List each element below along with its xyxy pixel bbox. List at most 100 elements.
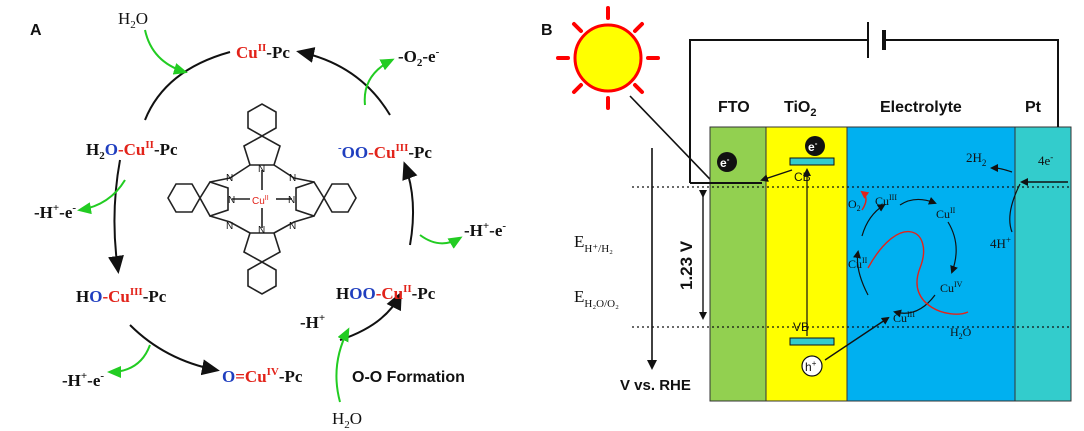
green-arrow-loss-2 bbox=[107, 344, 151, 378]
panel-b-label: B bbox=[541, 22, 553, 39]
cycle-arc-1 bbox=[144, 51, 231, 121]
external-circuit bbox=[689, 22, 1059, 183]
h2o-label: H2O bbox=[950, 325, 972, 341]
axis-label: V vs. RHE bbox=[620, 377, 691, 394]
pyrrole-ring-left bbox=[199, 181, 229, 217]
cycle-arc-2 bbox=[108, 159, 124, 274]
species-oo-cu3-pc: -OO-CuIII-Pc bbox=[338, 142, 432, 162]
pt-label: Pt bbox=[1025, 99, 1042, 116]
green-arrow-loss-1 bbox=[77, 179, 126, 215]
n-label-br: N bbox=[289, 221, 296, 232]
hole-transfer-arrow bbox=[824, 316, 890, 361]
sun-icon bbox=[556, 6, 660, 110]
pt-layer bbox=[1014, 126, 1072, 402]
sun-rays bbox=[556, 6, 660, 110]
meso-link-3 bbox=[209, 215, 251, 234]
species-o-cu4-pc: O=CuIV-Pc bbox=[222, 366, 303, 386]
cb-label: CB bbox=[794, 170, 811, 184]
step-h2o-in-bottom: H2O bbox=[332, 409, 362, 431]
electron-fto bbox=[717, 152, 737, 172]
pyrrole-ring-bottom bbox=[243, 232, 281, 263]
n-label-tr: N bbox=[289, 173, 296, 184]
cb-to-fto-arrow bbox=[760, 169, 793, 182]
green-arrow-h2o-in-bottom bbox=[335, 327, 350, 403]
hole-vb bbox=[801, 355, 823, 377]
vb-band bbox=[789, 337, 835, 346]
panel-a-label: A bbox=[30, 22, 42, 39]
species-hoo-cu2-pc: HOO-CuII-Pc bbox=[336, 283, 436, 303]
step-loss-1: -H+-e- bbox=[34, 202, 76, 222]
cu-left-label: CuII bbox=[848, 256, 868, 271]
pyrrole-ring-right bbox=[295, 181, 325, 217]
cu-bottom-label: CuIII bbox=[893, 310, 915, 325]
oo-formation-label: O-O Formation bbox=[352, 369, 465, 386]
cu-br-label: CuIV bbox=[940, 280, 963, 295]
species-ho-cu3-pc: HO-CuIII-Pc bbox=[76, 286, 167, 306]
green-arrow-h2o-in bbox=[144, 29, 188, 75]
meso-link-1 bbox=[209, 164, 251, 183]
cu-cycle-arc-4 bbox=[853, 250, 869, 296]
electron-cb-label: e- bbox=[808, 139, 818, 154]
green-arrow-loss-4 bbox=[419, 234, 463, 249]
cu-phthalocyanine-structure bbox=[167, 103, 357, 295]
cycle-arcs bbox=[108, 47, 418, 376]
step-loss-4: -H+-e- bbox=[464, 220, 506, 240]
cu-cycle-arc-5 bbox=[861, 203, 886, 237]
n-label-bottom: N bbox=[258, 225, 265, 236]
step-h2o-in-top: H2O bbox=[118, 9, 148, 31]
eh-label: EH⁺/H₂ bbox=[574, 232, 613, 255]
wire-right bbox=[884, 39, 1059, 127]
fto-label: FTO bbox=[718, 99, 750, 116]
molecule-center-cu: CuII bbox=[252, 195, 269, 207]
meso-link-4 bbox=[273, 215, 315, 234]
vb-label: VB bbox=[793, 320, 809, 334]
o2-label: O2 bbox=[848, 197, 861, 213]
cycle-arc-6 bbox=[296, 47, 391, 116]
step-loss-5: -O2-e- bbox=[398, 46, 440, 69]
hole-vb-label: h+ bbox=[805, 359, 817, 374]
fto-layer bbox=[709, 126, 767, 402]
cb-band bbox=[789, 157, 835, 166]
step-loss-2: -H+-e- bbox=[62, 370, 104, 390]
electrolyte-layer bbox=[846, 126, 1016, 402]
eo-label: EH₂O/O₂ bbox=[574, 287, 619, 310]
electron-fto-label: e- bbox=[720, 155, 730, 170]
benzo-ring-right bbox=[323, 183, 357, 213]
step-loss-3: -H+ bbox=[300, 312, 325, 332]
benzo-ring-left bbox=[167, 183, 201, 213]
o2-release-arrow bbox=[860, 190, 870, 211]
n-label-left: N bbox=[228, 195, 235, 206]
green-arrow-loss-5 bbox=[363, 58, 395, 106]
benzo-ring-bottom bbox=[247, 261, 277, 295]
n-label-tl: N bbox=[226, 173, 233, 184]
cycle-arc-5 bbox=[402, 161, 418, 246]
h2o-path-red bbox=[867, 230, 969, 315]
cycle-arc-3 bbox=[129, 324, 220, 376]
wire-left bbox=[689, 39, 868, 183]
cu-cycle-arc-3 bbox=[893, 294, 936, 318]
pyrrole-ring-top bbox=[243, 135, 281, 166]
electrolyte-label: Electrolyte bbox=[880, 99, 962, 116]
meso-link-2 bbox=[273, 164, 315, 183]
cu-cycle-arc-1 bbox=[899, 197, 937, 206]
cu-cycle-arc-2 bbox=[947, 221, 958, 274]
species-cu2-pc: CuII-Pc bbox=[236, 42, 290, 62]
gap-label: 1.23 V bbox=[677, 240, 696, 290]
n-label-bl: N bbox=[226, 221, 233, 232]
electrolyte-cycle bbox=[853, 197, 958, 318]
pt-2h2-label: 2H2 bbox=[966, 150, 986, 168]
n-label-right: N bbox=[288, 195, 295, 206]
benzo-ring-top bbox=[247, 103, 277, 137]
cu-right-label: CuII bbox=[936, 206, 956, 221]
pt-4e-label: 4e- bbox=[1038, 152, 1053, 168]
sun-disc bbox=[573, 23, 643, 93]
species-h2o-cu2-pc: H2O-CuII-Pc bbox=[86, 139, 178, 162]
n-label-top: N bbox=[258, 164, 265, 175]
green-arrows bbox=[77, 29, 463, 403]
cu-top-label: CuIII bbox=[875, 193, 897, 208]
tio2-label: TiO2 bbox=[784, 99, 817, 119]
electron-cb bbox=[805, 136, 825, 156]
molecule-labels: N N N N N N N N bbox=[226, 164, 296, 236]
